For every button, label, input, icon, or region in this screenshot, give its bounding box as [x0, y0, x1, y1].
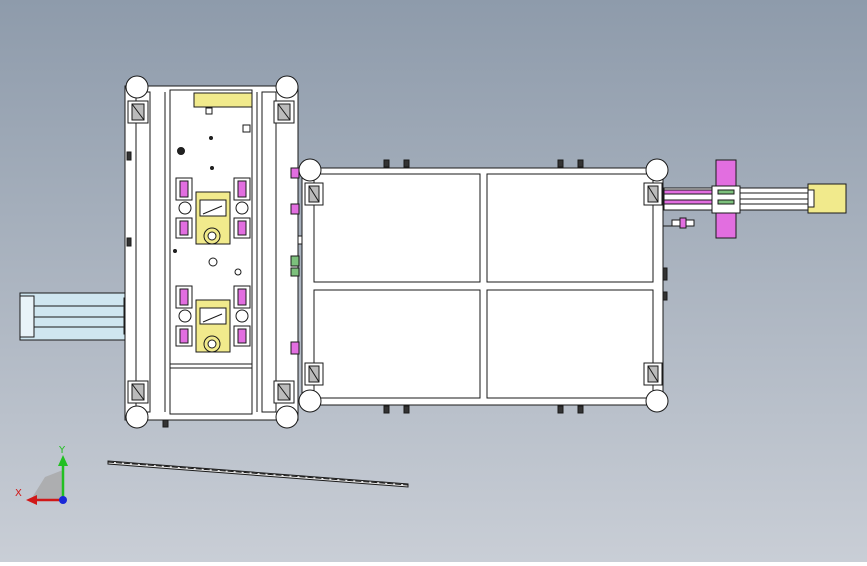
- clamp-station-upper[interactable]: [175, 177, 251, 245]
- feeder-mechanism[interactable]: [663, 159, 847, 239]
- leveling-foot: [304, 182, 324, 206]
- caster-wheel: [275, 75, 299, 99]
- x-axis-label: X: [15, 488, 22, 499]
- left-assembly[interactable]: [19, 75, 299, 429]
- table-panel-top-left[interactable]: [313, 173, 481, 283]
- section-line: [107, 460, 409, 488]
- leveling-foot: [643, 182, 663, 206]
- table-panel-bottom-right[interactable]: [486, 289, 654, 399]
- z-axis-origin: [59, 496, 67, 504]
- leveling-foot: [643, 362, 663, 386]
- caster-wheel: [645, 389, 669, 413]
- leveling-foot: [273, 380, 295, 404]
- triad-plane: [30, 470, 63, 501]
- axis-triad[interactable]: Y X: [15, 445, 68, 505]
- main-table[interactable]: [298, 158, 669, 414]
- leveling-foot: [304, 362, 324, 386]
- caster-wheel: [298, 158, 322, 182]
- table-panel-top-right[interactable]: [486, 173, 654, 283]
- left-frame-rail-left: [135, 91, 151, 413]
- table-panel-bottom-left[interactable]: [313, 289, 481, 399]
- top-yellow-plate: [193, 92, 253, 108]
- side-cylinder[interactable]: [19, 292, 133, 341]
- caster-wheel: [275, 405, 299, 429]
- leveling-foot: [273, 100, 295, 124]
- leveling-foot: [127, 100, 149, 124]
- caster-wheel: [298, 389, 322, 413]
- left-frame-inner: [169, 89, 253, 415]
- y-axis-label: Y: [58, 445, 66, 456]
- caster-wheel: [125, 75, 149, 99]
- left-frame-rail-right: [261, 91, 277, 413]
- caster-wheel: [645, 158, 669, 182]
- leveling-foot: [127, 380, 149, 404]
- clamp-station-lower[interactable]: [175, 285, 251, 353]
- caster-wheel: [125, 405, 149, 429]
